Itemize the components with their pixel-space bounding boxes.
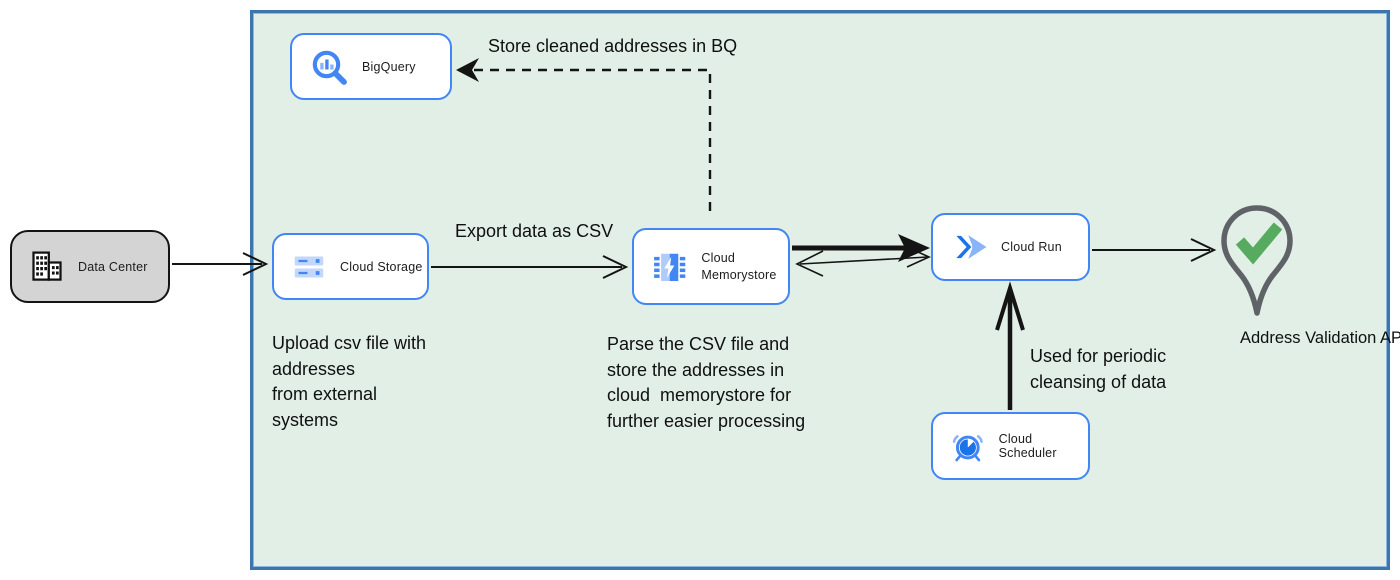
- annotation-store-in-bq: Store cleaned addresses in BQ: [488, 36, 738, 56]
- node-cloud-storage[interactable]: Cloud Storage: [272, 233, 429, 300]
- node-bigquery[interactable]: BigQuery: [290, 33, 452, 100]
- cloud-run-icon: [956, 235, 987, 259]
- node-cloud-scheduler[interactable]: Cloud Scheduler: [931, 412, 1090, 480]
- address-validation-label: Address Validation API: [1240, 329, 1400, 347]
- node-cloud-run[interactable]: Cloud Run: [931, 213, 1090, 281]
- annotation-parse-note: Parse the CSV file and store the address…: [607, 334, 806, 431]
- cloud-memorystore-label: Cloud Memorystore: [701, 250, 777, 282]
- cloud-memorystore-icon: [654, 253, 686, 281]
- annotation-upload-note: Upload csv file with addresses from exte…: [272, 333, 427, 430]
- cloud-storage-label: Cloud Storage: [340, 259, 423, 274]
- bigquery-icon: [312, 50, 347, 85]
- cloud-storage-icon: [294, 256, 324, 277]
- annotation-scheduler-note: Used for periodic cleansing of data: [1030, 346, 1167, 392]
- cloud-run-label: Cloud Run: [1001, 240, 1062, 254]
- cloud-scheduler-icon: [952, 435, 983, 462]
- data-center-label: Data Center: [78, 259, 148, 274]
- bigquery-label: BigQuery: [362, 59, 416, 74]
- node-data-center[interactable]: Data Center: [10, 230, 170, 303]
- data-center-icon: [32, 250, 62, 281]
- gcp-boundary-container: [250, 10, 1390, 570]
- address-validation-pin-icon: [1221, 205, 1293, 316]
- node-cloud-memorystore[interactable]: Cloud Memorystore: [632, 228, 790, 305]
- cloud-scheduler-label: Cloud Scheduler: [998, 432, 1057, 460]
- annotation-export-csv: Export data as CSV: [455, 221, 614, 241]
- node-address-validation-api[interactable]: [1219, 203, 1295, 329]
